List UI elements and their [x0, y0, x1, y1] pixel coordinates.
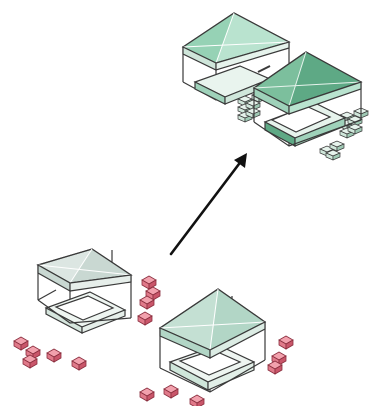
structure-after-front	[252, 51, 363, 147]
before-group	[13, 248, 294, 406]
arrow-up-right-icon	[169, 153, 247, 256]
after-group	[181, 12, 369, 161]
structure-before-right	[158, 288, 267, 393]
structure-before-left	[36, 248, 133, 334]
loose-bricks-before	[13, 275, 294, 406]
structure-after-back	[181, 12, 291, 105]
connector-link	[257, 65, 271, 73]
